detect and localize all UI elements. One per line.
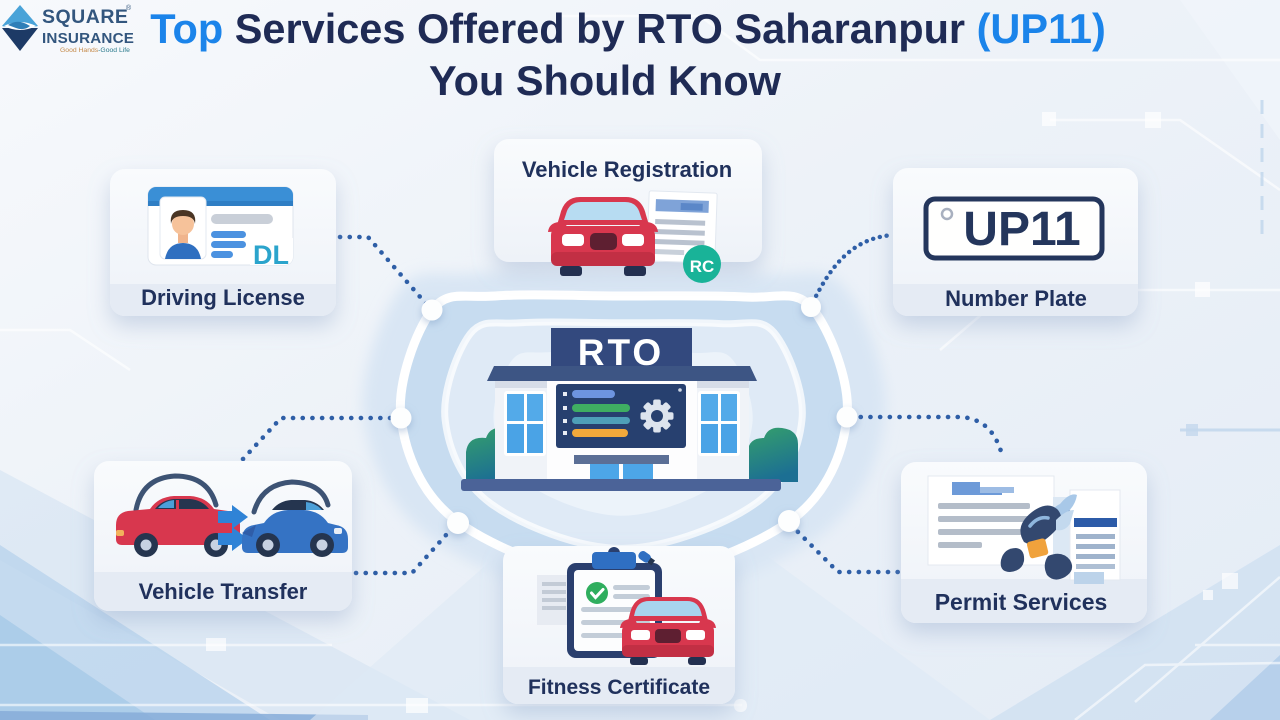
svg-text:You Should Know: You Should Know xyxy=(429,57,782,104)
svg-text:SQUARE: SQUARE xyxy=(42,6,128,28)
svg-text:Vehicle Transfer: Vehicle Transfer xyxy=(139,579,308,604)
svg-text:Good Hands-Good Life: Good Hands-Good Life xyxy=(60,47,130,54)
svg-text:®: ® xyxy=(126,4,132,12)
svg-text:Number Plate: Number Plate xyxy=(945,286,1087,311)
svg-text:UP11: UP11 xyxy=(963,203,1080,256)
svg-text:Fitness Certificate: Fitness Certificate xyxy=(528,676,710,699)
svg-text:RC: RC xyxy=(690,257,715,276)
svg-text:Permit Services: Permit Services xyxy=(935,589,1108,615)
svg-text:INSURANCE: INSURANCE xyxy=(42,30,134,47)
svg-text:DL: DL xyxy=(253,240,289,270)
svg-text:Vehicle Registration: Vehicle Registration xyxy=(522,157,732,182)
svg-text:Top Services Offered by RTO Sa: Top Services Offered by RTO Saharanpur (… xyxy=(150,5,1106,52)
svg-text:Driving License: Driving License xyxy=(141,285,305,310)
